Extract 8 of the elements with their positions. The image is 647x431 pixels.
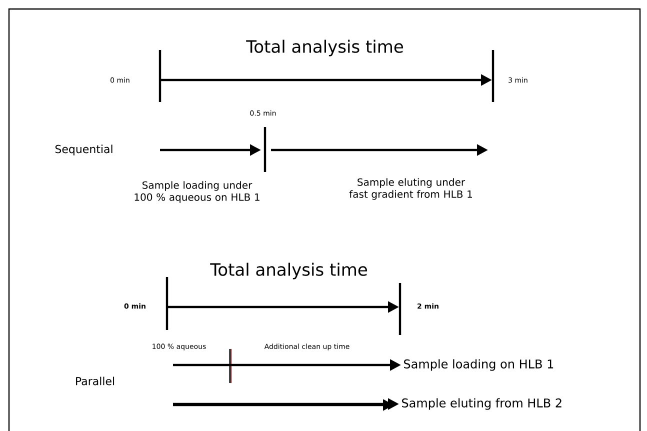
phase-description: Sample eluting under fast gradient from HLB 1 bbox=[349, 178, 472, 200]
phase-label: Sample loading on HLB 1 bbox=[404, 359, 554, 371]
phase-description: Sample loading under 100 % aqueous on HLB 1 bbox=[134, 181, 260, 203]
row-label: Parallel bbox=[76, 376, 114, 386]
chart-title: Total analysis time bbox=[210, 262, 367, 280]
row-label: Sequential bbox=[55, 144, 112, 156]
phase-label: Sample eluting from HLB 2 bbox=[402, 398, 562, 410]
chart-title: Total analysis time bbox=[246, 40, 403, 56]
